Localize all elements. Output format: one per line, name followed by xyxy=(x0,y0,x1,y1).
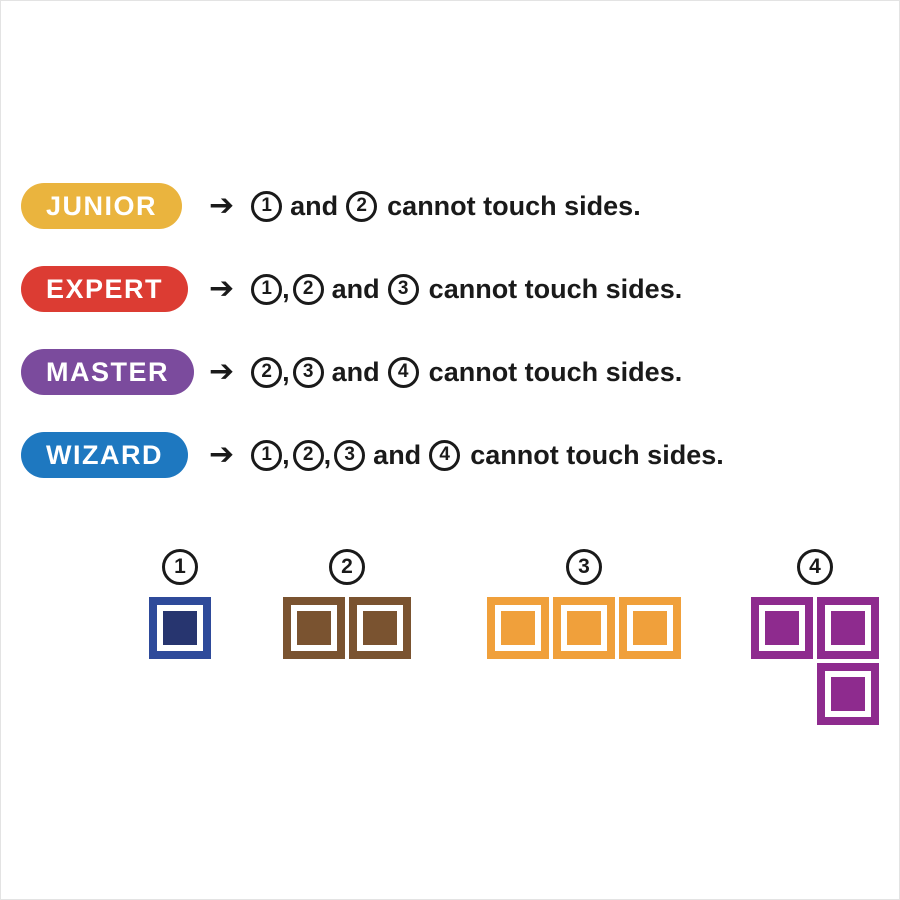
piece-number-1: 1 xyxy=(162,549,198,585)
piece-4: 4 xyxy=(751,549,879,725)
comma-separator: , xyxy=(282,356,290,387)
piece-cell-fill xyxy=(363,611,397,645)
circled-number-2: 2 xyxy=(251,356,283,388)
piece-cell xyxy=(487,597,549,659)
comma-separator: , xyxy=(282,439,290,470)
piece-cell-fill xyxy=(163,611,197,645)
arrow-icon: ➔ xyxy=(209,271,235,306)
circled-number-4: 4 xyxy=(429,439,461,471)
piece-cell-fill xyxy=(297,611,331,645)
rule-suffix: cannot touch sides. xyxy=(470,439,724,470)
rule-suffix: cannot touch sides. xyxy=(387,190,641,221)
circled-number-1: 1 xyxy=(251,439,283,471)
piece-3: 3 xyxy=(487,549,681,659)
badge-slot: MASTER xyxy=(21,349,209,395)
piece-2: 2 xyxy=(283,549,411,659)
piece-shape-1 xyxy=(149,597,211,659)
piece-cell-fill xyxy=(501,611,535,645)
level-badge-wizard: WIZARD xyxy=(21,432,188,478)
piece-1: 1 xyxy=(149,549,211,659)
comma-separator: , xyxy=(323,439,332,470)
and-word: and xyxy=(331,356,380,387)
circled-number-2: 2 xyxy=(292,273,324,305)
piece-cell-fill xyxy=(831,677,865,711)
piece-cell xyxy=(553,597,615,659)
arrow-icon: ➔ xyxy=(209,437,235,472)
rule-suffix: cannot touch sides. xyxy=(428,356,683,387)
piece-cell xyxy=(619,597,681,659)
and-word: and xyxy=(290,190,339,221)
arrow-icon: ➔ xyxy=(209,188,235,223)
level-badge-expert: EXPERT xyxy=(21,266,189,312)
piece-shape-3 xyxy=(487,597,681,659)
piece-cell-fill xyxy=(765,611,799,645)
piece-cell xyxy=(349,597,411,659)
piece-cell xyxy=(751,597,813,659)
piece-number-3: 3 xyxy=(566,549,602,585)
piece-cell-fill xyxy=(567,611,601,645)
piece-shape-2 xyxy=(283,597,411,659)
circled-number-3: 3 xyxy=(292,356,324,388)
level-badge-junior: JUNIOR xyxy=(21,183,183,229)
piece-cell-fill xyxy=(633,611,667,645)
badge-slot: WIZARD xyxy=(21,432,209,478)
arrow-icon: ➔ xyxy=(209,354,235,389)
piece-cell xyxy=(283,597,345,659)
piece-shape-4 xyxy=(751,597,879,725)
level-badge-master: MASTER xyxy=(21,349,194,395)
and-word: and xyxy=(331,273,380,304)
circled-number-3: 3 xyxy=(334,439,366,471)
circled-number-4: 4 xyxy=(387,356,419,388)
piece-cell xyxy=(149,597,211,659)
badge-slot: EXPERT xyxy=(21,266,209,312)
circled-number-3: 3 xyxy=(387,273,419,305)
rule-suffix: cannot touch sides. xyxy=(428,273,683,304)
circled-number-2: 2 xyxy=(346,190,378,222)
piece-number-4: 4 xyxy=(797,549,833,585)
piece-cell-fill xyxy=(831,611,865,645)
piece-cell xyxy=(817,663,879,725)
comma-separator: , xyxy=(282,273,290,304)
piece-cell xyxy=(817,597,879,659)
circled-number-1: 1 xyxy=(251,273,283,305)
circled-number-1: 1 xyxy=(251,190,283,222)
badge-slot: JUNIOR xyxy=(21,183,209,229)
piece-number-2: 2 xyxy=(329,549,365,585)
circled-number-2: 2 xyxy=(292,439,324,471)
and-word: and xyxy=(373,439,422,470)
